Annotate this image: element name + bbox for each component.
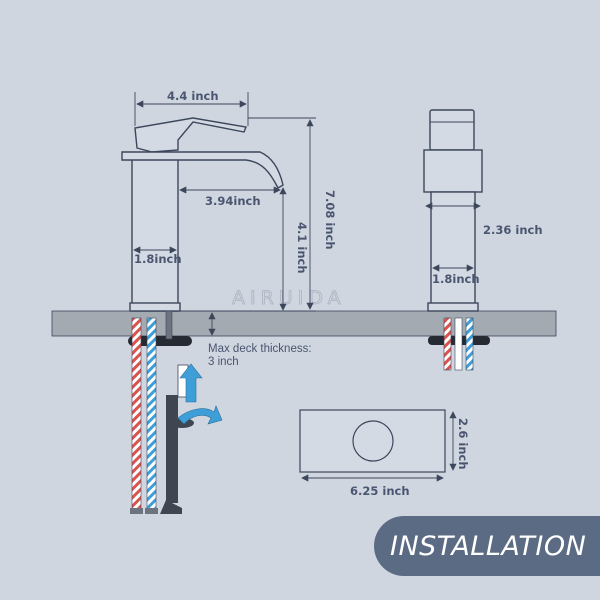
dim-plate-height: 2.6 inch <box>456 418 470 470</box>
dim-spout-reach: 3.94inch <box>205 194 261 208</box>
dim-total-height: 7.08 inch <box>323 190 337 250</box>
watermark-text: AIRUIDA <box>232 287 346 309</box>
deck-thickness-label: Max deck thickness: <box>208 343 312 355</box>
deck-thickness-value: 3 inch <box>208 356 239 368</box>
side-mounting-hardware <box>428 317 490 371</box>
dim-top-width-side: 2.36 inch <box>483 223 543 237</box>
install-direction-arrows <box>177 363 223 425</box>
dim-body-diameter-front: 1.8inch <box>134 252 182 266</box>
faucet-side-view <box>423 109 483 312</box>
dim-plate-width: 6.25 inch <box>350 484 410 498</box>
countertop-deck <box>51 310 557 337</box>
dim-body-diameter-side: 1.8inch <box>432 272 480 286</box>
faucet-front-view <box>121 117 284 312</box>
cold-water-hose <box>146 317 157 511</box>
deck-plate <box>299 409 446 473</box>
dim-spout-width: 4.4 inch <box>167 89 219 103</box>
mounting-hardware <box>128 310 194 514</box>
installation-label: INSTALLATION <box>390 531 586 562</box>
hot-water-hose <box>131 317 142 511</box>
installation-badge: INSTALLATION <box>374 516 600 576</box>
dim-spout-height: 4.1 inch <box>295 222 309 274</box>
